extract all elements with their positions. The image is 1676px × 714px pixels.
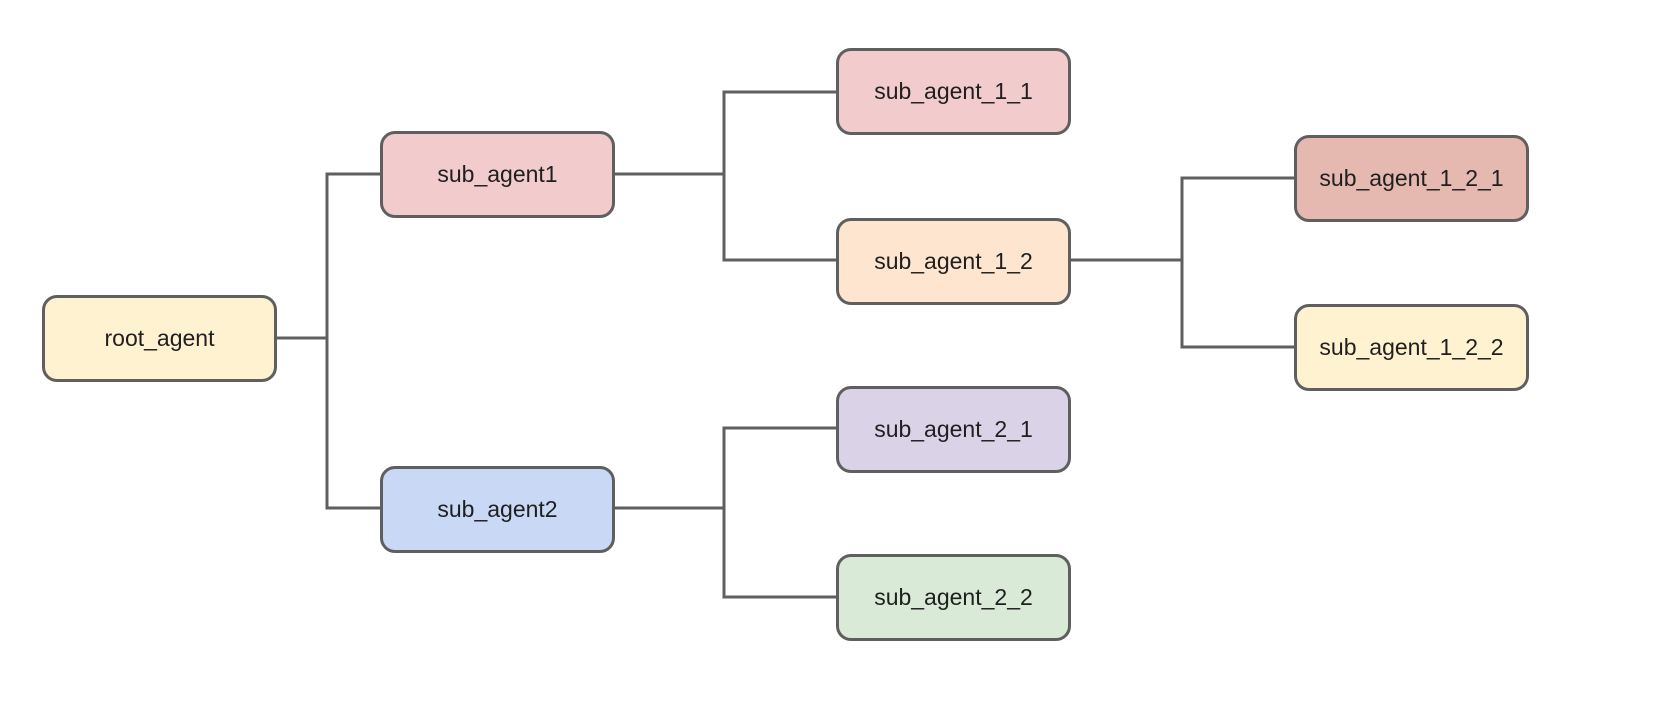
connector-subagent1-to-children [613,90,838,262]
node-sub-agent-1-2-2: sub_agent_1_2_2 [1294,304,1529,391]
node-sub-agent-2-1: sub_agent_2_1 [836,386,1071,473]
node-root-agent: root_agent [42,295,277,382]
node-sub-agent2: sub_agent2 [380,466,615,553]
connector-subagent12-to-children [1069,176,1296,349]
node-sub-agent1: sub_agent1 [380,131,615,218]
node-sub-agent-2-2: sub_agent_2_2 [836,554,1071,641]
node-sub-agent-1-2-1: sub_agent_1_2_1 [1294,135,1529,222]
node-sub-agent-1-1: sub_agent_1_1 [836,48,1071,135]
connector-root-to-subagents [275,172,382,510]
connector-subagent2-to-children [613,426,838,599]
node-sub-agent-1-2: sub_agent_1_2 [836,218,1071,305]
